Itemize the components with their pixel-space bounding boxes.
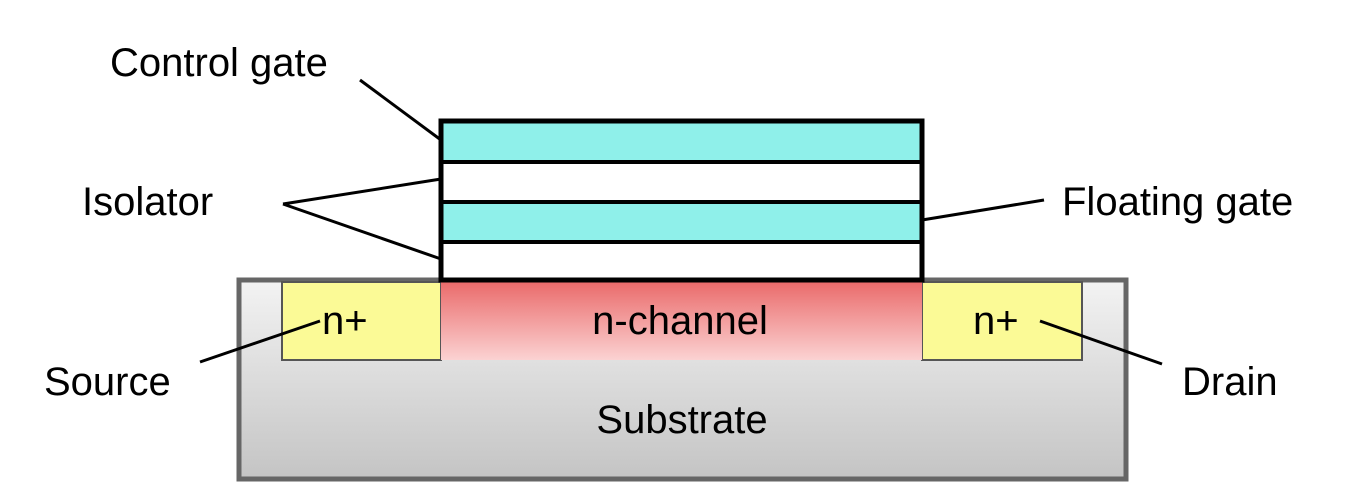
lower-isolator-layer (441, 242, 922, 280)
source-leader-line (199, 319, 321, 364)
floating-gate-leader-line (921, 198, 1045, 222)
floating-gate-layer (441, 202, 922, 242)
gate-stack-outline (438, 118, 925, 283)
n-channel-region (441, 282, 922, 360)
control-gate-leader-line (359, 78, 442, 142)
source-n-plus-label: n+ (322, 299, 368, 343)
upper-isolator-layer (441, 162, 922, 202)
source-label: Source (44, 360, 171, 404)
drain-label: Drain (1182, 360, 1278, 404)
control-gate-layer (441, 121, 922, 162)
floating-gate-label: Floating gate (1062, 180, 1293, 224)
isolator-label: Isolator (82, 180, 213, 224)
drain-leader-line (1039, 319, 1163, 366)
substrate-label: Substrate (596, 398, 767, 442)
n-channel-label: n-channel (592, 299, 768, 343)
isolator-leader-line-lower (282, 202, 442, 261)
drain-n-plus-region (921, 281, 1083, 361)
control-gate-label: Control gate (110, 41, 328, 85)
drain-n-plus-label: n+ (973, 299, 1019, 343)
isolator-leader-line-upper (282, 177, 442, 206)
source-n-plus-region (281, 281, 442, 361)
